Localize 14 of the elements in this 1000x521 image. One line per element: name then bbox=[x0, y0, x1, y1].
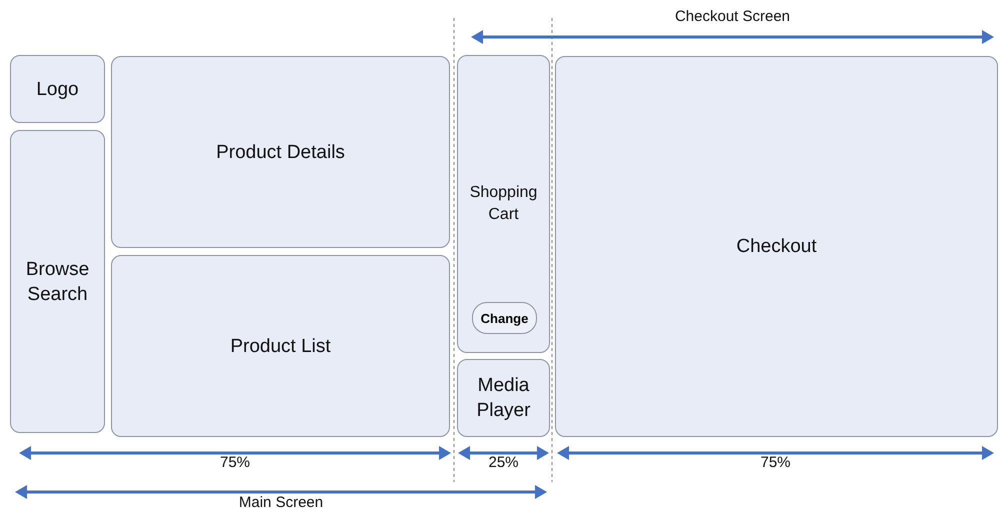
panel-title: Shopping Cart bbox=[468, 183, 538, 225]
panel bbox=[457, 55, 550, 353]
panel: Product Details bbox=[111, 56, 450, 248]
dimension-label: 25% bbox=[488, 454, 519, 471]
dimension-label: Main Screen bbox=[238, 494, 324, 511]
panel: Checkout bbox=[555, 56, 998, 437]
panel: Media Player bbox=[457, 359, 550, 437]
dimension-label: 75% bbox=[220, 454, 250, 471]
dimension-label: 75% bbox=[760, 454, 791, 471]
panel: Browse Search bbox=[10, 130, 105, 433]
panel: Product List bbox=[111, 255, 450, 437]
panel: Logo bbox=[10, 55, 105, 123]
change-button: Change bbox=[472, 302, 537, 334]
dimension-label: Checkout Screen bbox=[674, 8, 790, 25]
